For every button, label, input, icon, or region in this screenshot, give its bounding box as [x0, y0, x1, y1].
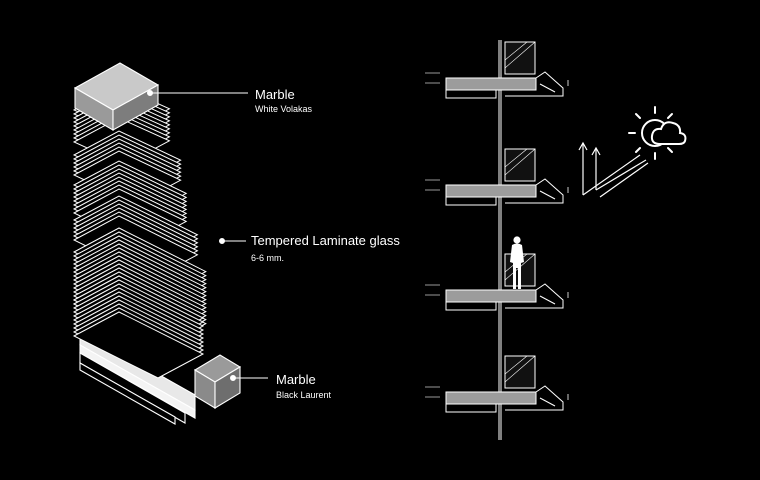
- person-silhouette-icon: [510, 236, 524, 289]
- floor-slab: [425, 41, 569, 99]
- floor-slabs: [425, 41, 569, 413]
- black-marble-block: [193, 354, 242, 409]
- arrows-icon: [578, 141, 649, 198]
- bottom-material-label: Marble: [276, 372, 316, 387]
- glass-layer: [72, 311, 205, 379]
- white-marble-block: [73, 62, 160, 131]
- wall-section: [425, 40, 569, 440]
- glass-layer-stack: [72, 85, 207, 379]
- glass-material-label: Tempered Laminate glass: [251, 233, 400, 248]
- leader-lines: [147, 90, 268, 381]
- floor-slab: [425, 253, 569, 311]
- sun-cloud-icon: [628, 106, 687, 160]
- glass-thickness-label: 6-6 mm.: [251, 253, 285, 263]
- isometric-tower: [72, 62, 242, 425]
- floor-slab: [425, 148, 569, 206]
- top-material-label: Marble: [255, 87, 295, 102]
- top-finish-label: White Volakas: [255, 104, 313, 114]
- bottom-finish-label: Black Laurent: [276, 390, 332, 400]
- floor-slab: [425, 355, 569, 413]
